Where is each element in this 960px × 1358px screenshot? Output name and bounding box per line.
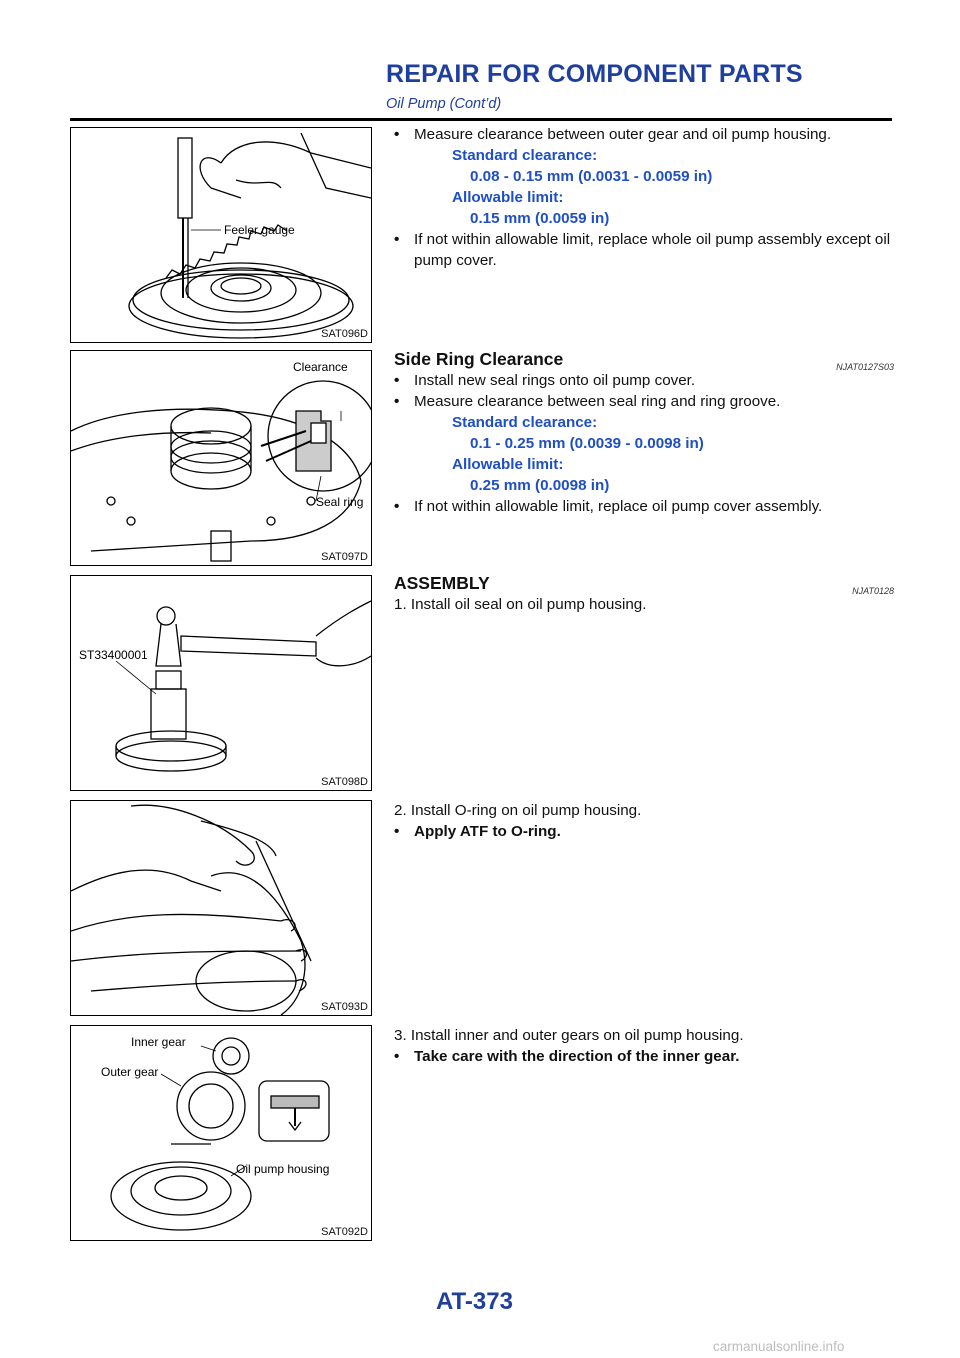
spec-standard-value: 0.08 - 0.15 mm (0.0031 - 0.0059 in) — [470, 168, 713, 185]
reference-code: NJAT0127S03 — [836, 362, 894, 372]
watermark: carmanualsonline.info — [713, 1339, 845, 1354]
bullet-item: •Install new seal rings onto oil pump co… — [394, 372, 696, 389]
step-3: 3. Install inner and outer gears on oil … — [394, 1027, 744, 1044]
figure-caption: SAT098D — [321, 776, 368, 788]
figure-caption: SAT093D — [321, 1001, 368, 1013]
spec-limit-value: 0.15 mm (0.0059 in) — [470, 210, 610, 227]
spec-standard-value: 0.1 - 0.25 mm (0.0039 - 0.0098 in) — [470, 435, 704, 452]
bullet-item: •Apply ATF to O-ring. — [394, 823, 561, 840]
section-gears: 3. Install inner and outer gears on oil … — [394, 1025, 894, 1067]
section-outer-gear-clearance: •Measure clearance between outer gear an… — [394, 124, 894, 271]
figure-gears-install: Inner gear Outer gear Oil pump housing S… — [70, 1025, 372, 1241]
spec-limit-label: Allowable limit: — [452, 456, 564, 473]
section-o-ring: 2. Install O-ring on oil pump housing. •… — [394, 800, 894, 842]
figure-feeler-gauge: Feeler gauge SAT096D — [70, 127, 372, 343]
bullet-item: •If not within allowable limit, replace … — [394, 498, 823, 515]
label-feeler-gauge: Feeler gauge — [224, 223, 295, 237]
bullet-item: •If not within allowable limit, replace … — [394, 231, 891, 269]
page-title: REPAIR FOR COMPONENT PARTS — [386, 60, 803, 88]
spec-standard-label: Standard clearance: — [452, 414, 598, 431]
bullet-item: •Measure clearance between seal ring and… — [394, 393, 781, 410]
label-st33400001: ST33400001 — [79, 648, 148, 662]
feeler-gauge-illustration: Feeler gauge — [128, 132, 371, 339]
figure-seal-ring-clearance: Clearance Seal ring SAT097D — [70, 350, 372, 566]
spec-limit-label: Allowable limit: — [452, 189, 564, 206]
figure-oil-seal-install: ST33400001 SAT098D — [70, 575, 372, 791]
figure-caption: SAT097D — [321, 551, 368, 563]
reference-code: NJAT0128 — [852, 586, 894, 596]
bullet-item: •Measure clearance between outer gear an… — [394, 126, 832, 143]
label-oil-pump-housing: Oil pump housing — [236, 1162, 329, 1176]
label-seal-ring: Seal ring — [316, 495, 363, 509]
step-2: 2. Install O-ring on oil pump housing. — [394, 802, 642, 819]
header-rule — [70, 118, 892, 121]
spec-standard-label: Standard clearance: — [452, 147, 598, 164]
figure-caption: SAT096D — [321, 328, 368, 340]
page-subtitle: Oil Pump (Cont’d) — [386, 96, 502, 112]
page-number: AT-373 — [436, 1288, 513, 1315]
hammer-installer-illustration: ST33400001 — [79, 600, 371, 772]
seal-ring-illustration: Clearance Seal ring — [71, 360, 371, 562]
figure-o-ring-install: SAT093D — [70, 800, 372, 1016]
label-clearance: Clearance — [293, 360, 348, 374]
step-1: 1. Install oil seal on oil pump housing. — [394, 596, 647, 613]
figure-caption: SAT092D — [321, 1226, 368, 1238]
label-inner-gear: Inner gear — [131, 1035, 186, 1049]
bullet-item: •Take care with the direction of the inn… — [394, 1048, 740, 1065]
gears-illustration: Inner gear Outer gear Oil pump housing — [101, 1035, 330, 1231]
label-outer-gear: Outer gear — [101, 1065, 158, 1079]
hands-o-ring-illustration — [71, 804, 312, 1015]
spec-limit-value: 0.25 mm (0.0098 in) — [470, 477, 610, 494]
